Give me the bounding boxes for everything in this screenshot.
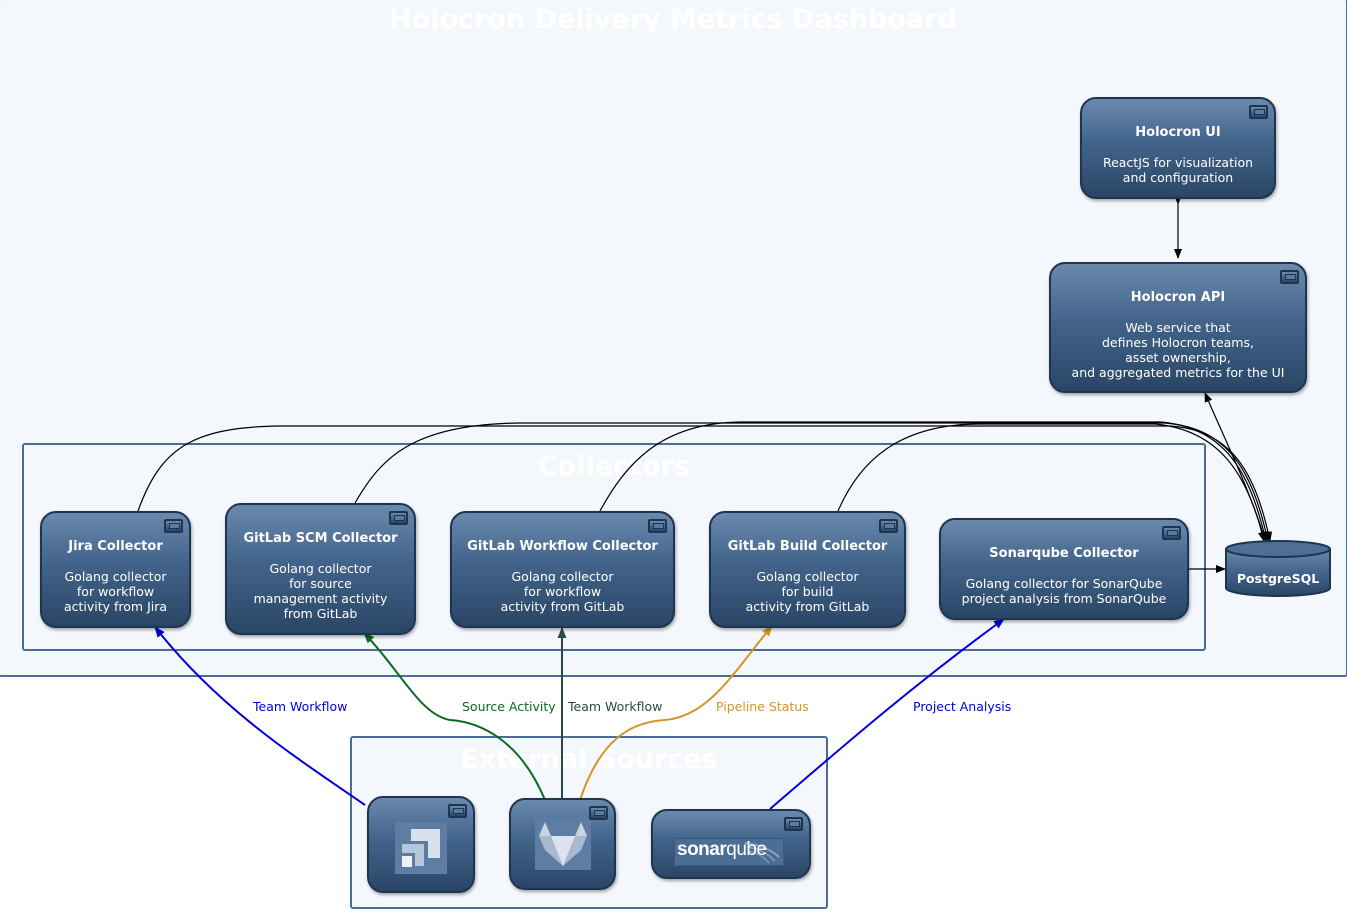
gitlab-build-collector-node[interactable]: GitLab Build Collector Golang collector … [709, 511, 906, 628]
component-icon [879, 519, 898, 533]
node-title: Sonarqube Collector [989, 546, 1139, 561]
edge-build-collector-postgres [837, 423, 1266, 542]
node-description: Golang collector for workflow activity f… [63, 569, 168, 614]
database-cylinder-icon [1225, 540, 1331, 597]
edge-label-pipeline-status: Pipeline Status [716, 699, 809, 714]
component-icon [389, 511, 408, 525]
edge-jira-collector-postgres [137, 425, 1273, 542]
edge-postgres-api [1204, 392, 1266, 541]
sonarqube-collector-node[interactable]: Sonarqube Collector Golang collector for… [939, 518, 1189, 620]
sonarqube-source-node[interactable]: sonarqube [651, 809, 811, 879]
holocron-api-node[interactable]: Holocron API Web service that defines Ho… [1049, 262, 1307, 393]
sonarqube-logo: sonarqube [674, 838, 784, 866]
collectors-cluster-title: Collectors [537, 451, 691, 482]
jira-collector-node[interactable]: Jira Collector Golang collector for work… [40, 511, 191, 628]
component-icon [784, 817, 803, 831]
sonarqube-wave-icon [744, 842, 780, 864]
external-sources-cluster-title: External Sources [460, 744, 718, 775]
component-icon [164, 519, 183, 533]
node-description: Golang collector for source management a… [253, 561, 388, 621]
edge-label-project-analysis: Project Analysis [913, 699, 1012, 714]
node-title: GitLab Workflow Collector [467, 539, 658, 554]
component-icon [448, 804, 467, 818]
component-icon [589, 806, 608, 820]
gitlab-workflow-collector-node[interactable]: GitLab Workflow Collector Golang collect… [450, 511, 675, 628]
edge-team-workflow-jira [154, 626, 366, 806]
node-description: Web service that defines Holocron teams,… [1071, 320, 1285, 380]
edge-project-analysis [769, 618, 1005, 810]
node-description: Golang collector for SonarQube project a… [961, 576, 1167, 606]
edge-workflow-collector-postgres [599, 421, 1268, 542]
component-icon [1162, 526, 1181, 540]
edge-pipeline-status [579, 625, 773, 801]
gitlab-scm-collector-node[interactable]: GitLab SCM Collector Golang collector fo… [225, 503, 416, 635]
node-description: ReactJS for visualization and configurat… [1102, 155, 1254, 185]
sonarqube-logo-text: sonarqube [677, 839, 767, 860]
node-title: Holocron API [1130, 290, 1226, 305]
component-icon [648, 519, 667, 533]
edge-label-source-activity: Source Activity [462, 699, 556, 714]
component-icon [1280, 270, 1299, 284]
gitlab-logo-icon [534, 818, 591, 870]
jira-logo-icon [395, 822, 447, 874]
node-title: GitLab SCM Collector [243, 531, 398, 546]
node-description: Golang collector for workflow activity f… [500, 569, 625, 614]
edge-label-team-workflow-gitlab: Team Workflow [568, 699, 663, 714]
postgresql-label: PostgreSQL [1236, 571, 1320, 586]
node-title: GitLab Build Collector [727, 539, 888, 554]
edge-scm-collector-postgres [354, 422, 1270, 542]
node-description: Golang collector for build activity from… [745, 569, 870, 614]
node-title: Jira Collector [68, 539, 163, 554]
edge-source-activity [363, 632, 546, 801]
gitlab-source-node[interactable] [509, 798, 616, 890]
dashboard-cluster-title: Holocron Delivery Metrics Dashboard [389, 4, 957, 35]
edge-label-team-workflow-jira: Team Workflow [253, 699, 348, 714]
node-title: Holocron UI [1135, 125, 1221, 140]
holocron-ui-node[interactable]: Holocron UI ReactJS for visualization an… [1080, 97, 1276, 199]
component-icon [1249, 105, 1268, 119]
postgresql-node[interactable]: PostgreSQL [1224, 540, 1332, 598]
jira-source-node[interactable] [367, 796, 475, 893]
